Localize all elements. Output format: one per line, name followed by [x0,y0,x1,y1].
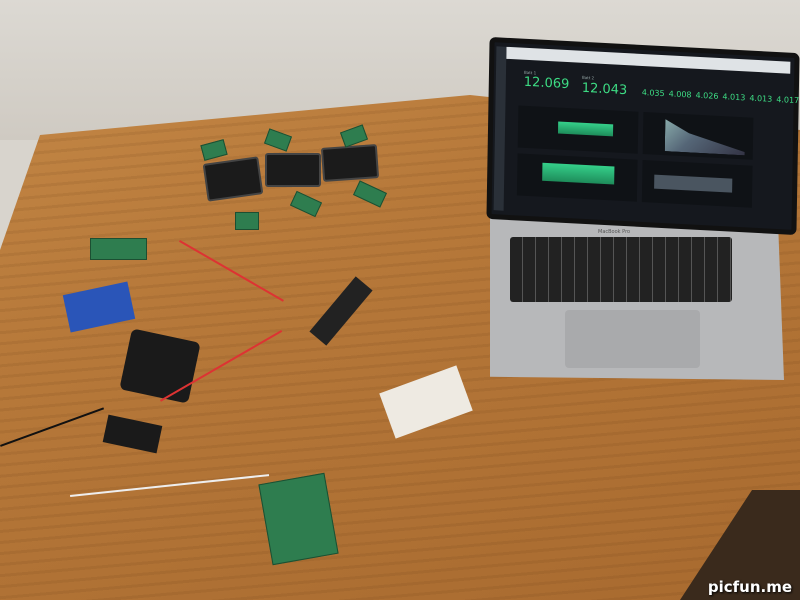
stat-2-value: 12.043 [581,80,628,99]
stat-1-value: 12.069 [523,74,570,93]
bms-board [235,212,259,230]
cell-voltage: 4.026 [695,90,719,101]
cell-voltage: 4.013 [722,92,746,103]
app-dock [493,46,507,211]
cell-voltage: 4.013 [749,93,773,104]
cell-voltage: 4.035 [641,87,665,99]
cell-voltage: 4.008 [668,89,692,100]
trackpad [565,310,700,368]
battery-holder [320,144,380,182]
chart-panel [642,112,754,160]
browser-tab-bar [506,46,791,74]
chart-panel [641,159,753,208]
chart-panel [517,105,639,154]
laptop-brand-label: MacBook Pro [598,229,631,235]
chart-series [542,162,615,185]
stat-2-label: Batt 2 [581,74,595,81]
keyboard [510,237,732,302]
cell-voltages: 4.035 4.008 4.026 4.013 4.013 4.017 [642,88,800,105]
laptop-screen: Batt 1 12.069 Batt 2 12.043 4.035 4.008 … [486,36,800,236]
chart-series [654,174,733,193]
cell-voltage: 4.017 [776,94,800,106]
chart-series [557,121,614,137]
battery-holder [202,156,264,202]
battery-holder [265,153,321,187]
chart-panel [516,153,638,202]
watermark: picfun.me [707,578,792,596]
microcontroller-board [90,238,147,260]
raspberry-pi [258,472,339,566]
chart-series [665,119,746,155]
